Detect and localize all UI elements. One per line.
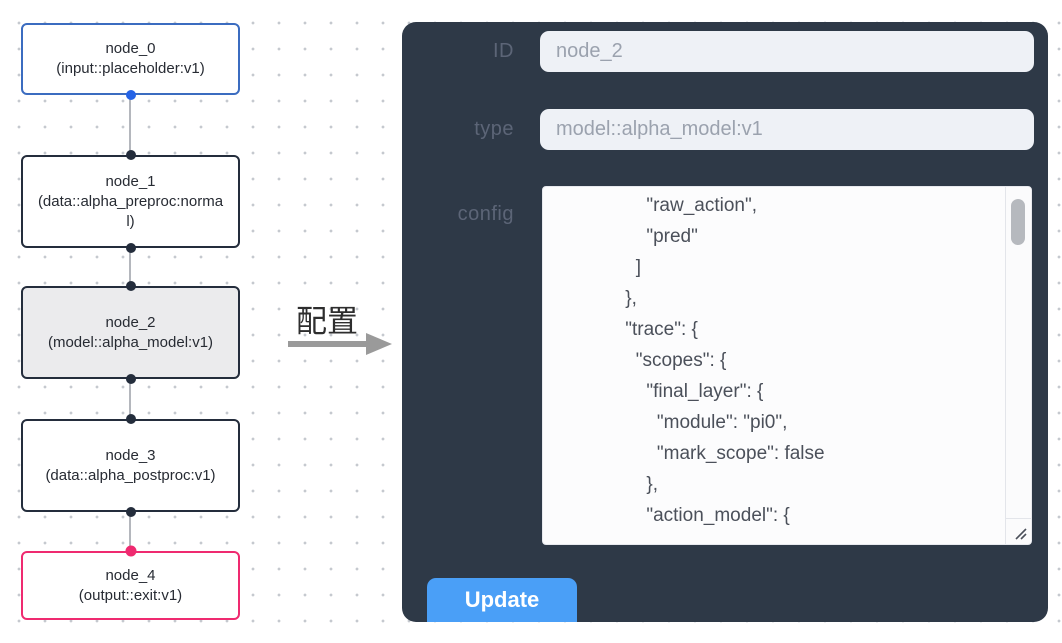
- port-node3-in[interactable]: [126, 414, 136, 424]
- node-title: node_0: [105, 40, 156, 57]
- node-type: (output::exit:v1): [78, 586, 183, 604]
- edge-node3-node4: [129, 512, 131, 551]
- edge-node2-node3: [129, 379, 131, 419]
- id-field-label: ID: [493, 40, 514, 62]
- node-title: node_2: [105, 313, 156, 331]
- node-type: (input::placeholder:v1): [56, 60, 205, 77]
- flow-node-4[interactable]: node_4 (output::exit:v1): [21, 551, 240, 620]
- config-textarea[interactable]: "raw_action", "pred" ] }, "trace": { "sc…: [542, 186, 1032, 545]
- config-scrollbar-corner: [1005, 518, 1031, 544]
- update-button[interactable]: Update: [427, 578, 577, 622]
- config-scrollbar[interactable]: [1005, 187, 1031, 520]
- edge-node1-node2: [129, 248, 131, 286]
- port-node4-in[interactable]: [125, 545, 137, 557]
- flow-node-2-selected[interactable]: node_2 (model::alpha_model:v1): [21, 286, 240, 379]
- type-field-label: type: [474, 118, 514, 140]
- right-arrow-head-icon: [366, 333, 392, 355]
- config-field-label: config: [457, 203, 514, 225]
- resize-handle-icon[interactable]: [1012, 525, 1028, 541]
- config-scrollbar-thumb[interactable]: [1011, 199, 1025, 245]
- node-type: (model::alpha_model:v1): [47, 333, 214, 351]
- node-type: (data::alpha_postproc:v1): [45, 466, 216, 484]
- right-arrow-icon: [288, 341, 368, 347]
- node-type: (data::alpha_preproc:normal): [37, 192, 224, 230]
- node-title: node_3: [105, 446, 156, 464]
- node-title: node_4: [105, 566, 156, 584]
- port-node0-out[interactable]: [126, 90, 136, 100]
- edge-node0-node1: [129, 95, 131, 155]
- flow-node-0[interactable]: node_0 (input::placeholder:v1): [21, 23, 240, 95]
- configure-label: 配置: [296, 304, 358, 339]
- node-config-panel: ID type config "raw_action", "pred" ] },…: [402, 22, 1048, 622]
- config-json-text[interactable]: "raw_action", "pred" ] }, "trace": { "sc…: [625, 195, 825, 526]
- flow-node-3[interactable]: node_3 (data::alpha_postproc:v1): [21, 419, 240, 512]
- port-node2-out[interactable]: [126, 374, 136, 384]
- port-node1-in[interactable]: [126, 150, 136, 160]
- type-input[interactable]: [540, 109, 1034, 150]
- port-node2-in[interactable]: [126, 281, 136, 291]
- node-title: node_1: [105, 172, 156, 190]
- flow-node-1[interactable]: node_1 (data::alpha_preproc:normal): [21, 155, 240, 248]
- port-node3-out[interactable]: [126, 507, 136, 517]
- port-node1-out[interactable]: [126, 243, 136, 253]
- id-input[interactable]: [540, 31, 1034, 72]
